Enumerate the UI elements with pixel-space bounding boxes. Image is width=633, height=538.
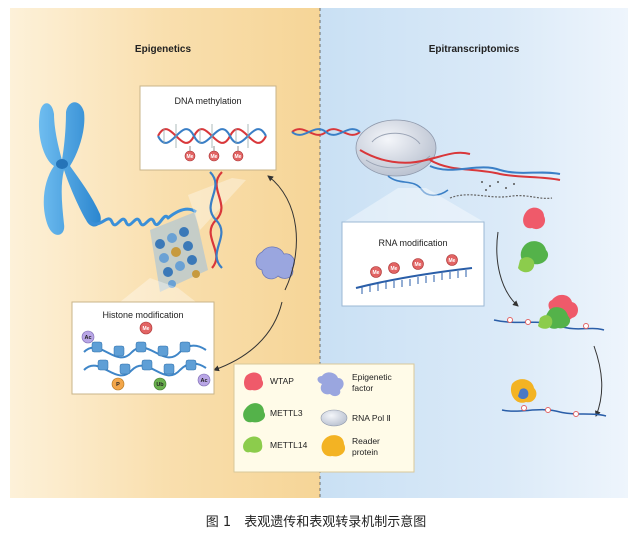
dna-helix-left xyxy=(209,171,223,269)
nucleotide-dots xyxy=(481,181,515,191)
rna-transcript xyxy=(449,194,553,200)
rna-with-writer-complex xyxy=(493,294,605,331)
me-label: Me xyxy=(235,154,242,160)
methyl-mark xyxy=(232,150,244,162)
chromatin-fiber xyxy=(88,214,170,227)
dna-methylation-label: DNA methylation xyxy=(174,96,241,106)
legend-rna-pol-icon xyxy=(320,409,348,427)
wtap-protein-icon xyxy=(523,207,546,230)
rna-modification-label: RNA modification xyxy=(378,238,447,248)
legend-epigenetic-factor-icon xyxy=(317,372,344,397)
ac-label: Ac xyxy=(84,335,91,341)
me-label: Me xyxy=(143,326,150,332)
me-label: Me xyxy=(415,262,422,268)
nascent-rna xyxy=(387,175,449,197)
zoom-cone-histone xyxy=(120,278,196,302)
arrow-to-histone-modification xyxy=(213,301,283,372)
arrow-writer-binding xyxy=(496,231,519,307)
legend-epigenetic-factor-label-1: Epigenetic xyxy=(352,372,392,382)
left-panel-title: Epigenetics xyxy=(135,44,192,55)
dna-methylation-inset: DNA methylation Me Me Me xyxy=(139,85,277,171)
histone-modification-inset: Histone modification Ac Me P Ub Ac xyxy=(71,301,215,395)
me-label: Me xyxy=(211,154,218,160)
right-panel-title: Epitranscriptomics xyxy=(429,44,520,55)
legend-rna-pol-label: RNA Pol Ⅱ xyxy=(352,413,391,423)
dna-template xyxy=(359,149,471,164)
me-label: Me xyxy=(391,266,398,272)
arrow-to-dna-methylation xyxy=(267,175,297,291)
legend-wtap-icon xyxy=(244,372,264,391)
dna-strand-right xyxy=(429,159,561,181)
legend-reader-label-2: protein xyxy=(352,447,378,457)
ub-label: Ub xyxy=(156,382,164,388)
legend-mettl14-icon xyxy=(243,436,263,453)
me-label: Me xyxy=(373,270,380,276)
zoom-cone-rna xyxy=(344,188,484,222)
zoom-cone-dna xyxy=(188,178,246,230)
legend-wtap-label: WTAP xyxy=(270,376,294,386)
ac-label: Ac xyxy=(200,378,207,384)
me-label: Me xyxy=(449,258,456,264)
legend-reader-icon xyxy=(321,435,346,457)
legend-reader-label-1: Reader xyxy=(352,436,380,446)
epigenetic-factor-icon xyxy=(255,246,295,280)
legend-mettl3-label: METTL3 xyxy=(270,408,303,418)
mettl14-protein-icon xyxy=(518,257,535,273)
figure-caption: 图 1 表观遗传和表观转录机制示意图 xyxy=(206,514,426,530)
legend: WTAP METTL3 METTL14 Epigenetic factor RN… xyxy=(233,363,415,473)
arrow-reader-binding xyxy=(593,345,603,417)
p-label: P xyxy=(116,382,120,388)
legend-mettl14-label: METTL14 xyxy=(270,440,308,450)
legend-mettl3-icon xyxy=(243,403,266,423)
rna-modification-inset: RNA modification Me Me Me Me xyxy=(341,221,485,307)
nucleosome-cluster xyxy=(150,212,208,292)
legend-epigenetic-factor-label-2: factor xyxy=(352,383,373,393)
chromosome-icon xyxy=(38,102,101,235)
me-label: Me xyxy=(187,154,194,160)
rna-pol-ii-icon xyxy=(355,119,437,177)
histone-modification-label: Histone modification xyxy=(102,310,183,320)
rna-with-reader xyxy=(501,379,607,417)
methyl-mark xyxy=(208,150,220,162)
dna-strand-top xyxy=(291,128,361,136)
methyl-mark xyxy=(184,150,196,162)
